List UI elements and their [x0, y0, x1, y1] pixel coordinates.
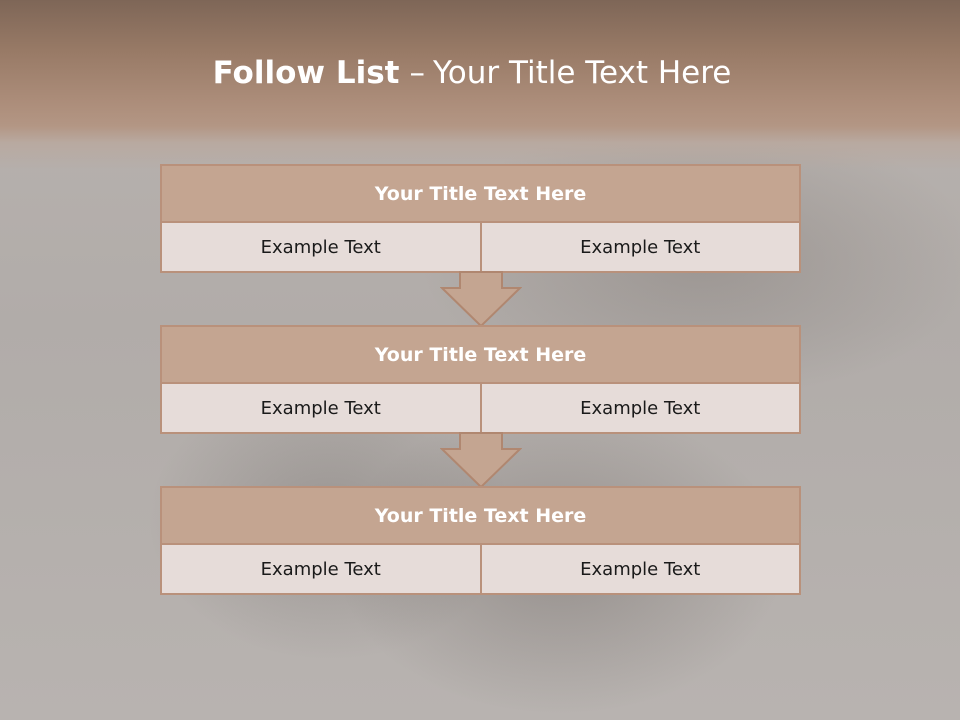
step-2-right-text: Example Text	[479, 384, 799, 432]
title-bold-part: Follow List	[212, 55, 400, 91]
step-2-left-text: Example Text	[162, 384, 480, 432]
step-title-2: Your Title Text Here	[162, 327, 799, 384]
title-separator: –	[409, 55, 425, 91]
title-rest-part: Your Title Text Here	[432, 55, 732, 91]
step-block-3: Your Title Text Here Example Text Exampl…	[160, 486, 801, 595]
step-1-left-text: Example Text	[162, 223, 480, 271]
down-arrow-icon	[440, 432, 522, 489]
step-1-right-text: Example Text	[479, 223, 799, 271]
step-row-3: Example Text Example Text	[162, 545, 799, 593]
header-band	[0, 0, 960, 170]
step-row-2: Example Text Example Text	[162, 384, 799, 432]
step-title-1: Your Title Text Here	[162, 166, 799, 223]
step-block-1: Your Title Text Here Example Text Exampl…	[160, 164, 801, 273]
step-title-3: Your Title Text Here	[162, 488, 799, 545]
step-row-1: Example Text Example Text	[162, 223, 799, 271]
step-block-2: Your Title Text Here Example Text Exampl…	[160, 325, 801, 434]
step-3-left-text: Example Text	[162, 545, 480, 593]
slide-title: Follow List–Your Title Text Here	[0, 55, 944, 91]
step-3-right-text: Example Text	[479, 545, 799, 593]
down-arrow-icon	[440, 271, 522, 328]
